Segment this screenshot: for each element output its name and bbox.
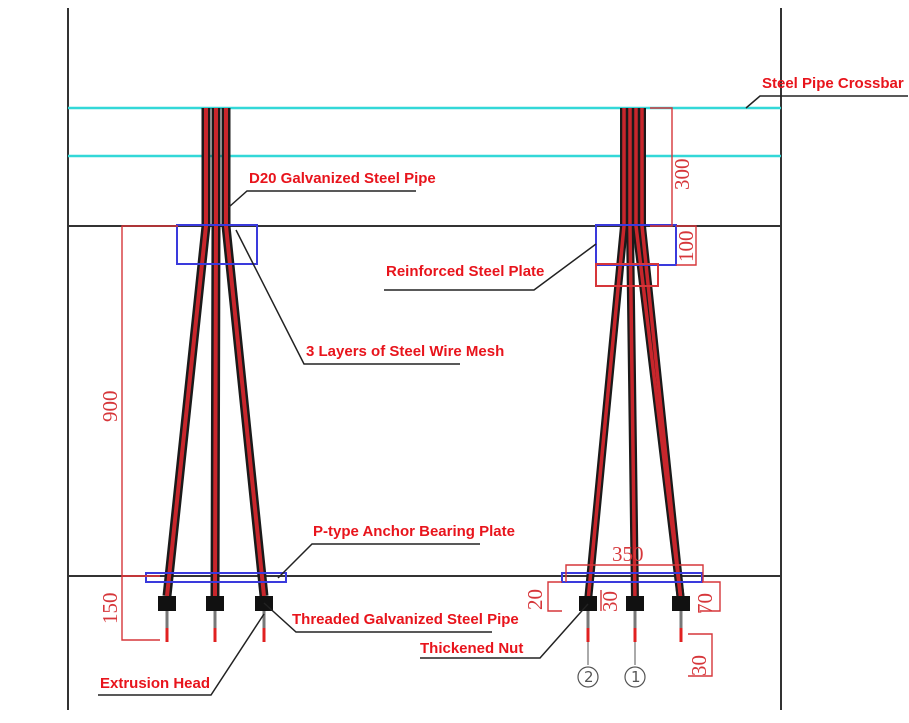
dim-150-text: 150: [98, 593, 122, 625]
nut-right-2: [626, 596, 644, 611]
left-pipe-bundle: [145, 108, 287, 642]
marker-2: ② 2: [577, 666, 599, 688]
dim-30a-text: 30: [598, 591, 622, 612]
leader-lines: [98, 95, 908, 696]
dim-100-line: [676, 225, 697, 266]
label-anchor-plate: P-type Anchor Bearing Plate: [313, 523, 515, 540]
leader-d20-pipe: [228, 190, 416, 208]
leader-wire-mesh: [235, 229, 460, 365]
leader-thickened-nut: [420, 603, 589, 659]
nut-right-3: [672, 596, 690, 611]
leader-extrusion-head: [98, 613, 265, 696]
dim-350-line: [565, 564, 704, 582]
leader-anchor-plate: [277, 543, 480, 579]
label-threaded-pipe: Threaded Galvanized Steel Pipe: [292, 611, 519, 628]
marker-1-numeral: 1: [631, 668, 641, 686]
label-extrusion-head: Extrusion Head: [100, 675, 210, 692]
right-nuts: [579, 596, 690, 611]
right-pipe-a: [586, 108, 626, 602]
marker-1: ① 1: [624, 666, 646, 688]
nut-left-2: [206, 596, 224, 611]
label-thickened-nut: Thickened Nut: [420, 640, 523, 657]
right-anchor-bearing-plate: [561, 572, 703, 583]
left-pipe-b: [213, 108, 218, 597]
marker-leaders: [587, 642, 636, 665]
right-extrusion-heads: [586, 611, 683, 642]
dim-350-text: 350: [612, 542, 644, 566]
leader-reinforced-plate: [384, 243, 597, 291]
dim-300-text: 300: [670, 159, 694, 191]
label-crossbar: Steel Pipe Crossbar: [762, 75, 904, 92]
dim-70-line: [700, 581, 721, 612]
left-pipe-a: [165, 108, 208, 597]
dim-150-line: [121, 575, 160, 641]
marker-2-numeral: 2: [584, 668, 594, 686]
left-anchor-bearing-plate: [145, 572, 287, 583]
dim-30b-line: [688, 633, 713, 677]
right-pipe-bundle: [561, 108, 703, 665]
dim-900-text: 900: [98, 391, 122, 423]
left-wire-mesh-box: [176, 224, 258, 265]
dim-30b-text: 30: [687, 655, 711, 676]
left-extrusion-heads: [165, 611, 266, 642]
nut-left-1: [158, 596, 176, 611]
dim-20-line: [547, 581, 562, 612]
label-wire-mesh: 3 Layers of Steel Wire Mesh: [306, 343, 504, 360]
dim-100-text: 100: [674, 231, 698, 263]
label-reinforced-plate: Reinforced Steel Plate: [386, 263, 544, 280]
dim-900-line: [121, 225, 178, 577]
label-d20-pipe: D20 Galvanized Steel Pipe: [249, 170, 436, 187]
left-nuts: [158, 596, 273, 611]
right-reinforced-plate: [595, 263, 659, 287]
dimension-lines: [121, 107, 721, 677]
dim-300-line: [650, 107, 673, 227]
dim-70-text: 70: [693, 593, 717, 614]
nut-right-1: [579, 596, 597, 611]
leader-threaded-pipe: [263, 602, 492, 633]
dim-20-text: 20: [523, 589, 547, 610]
leader-crossbar: [745, 95, 908, 109]
steel-pipe-crossbars: [68, 106, 781, 158]
